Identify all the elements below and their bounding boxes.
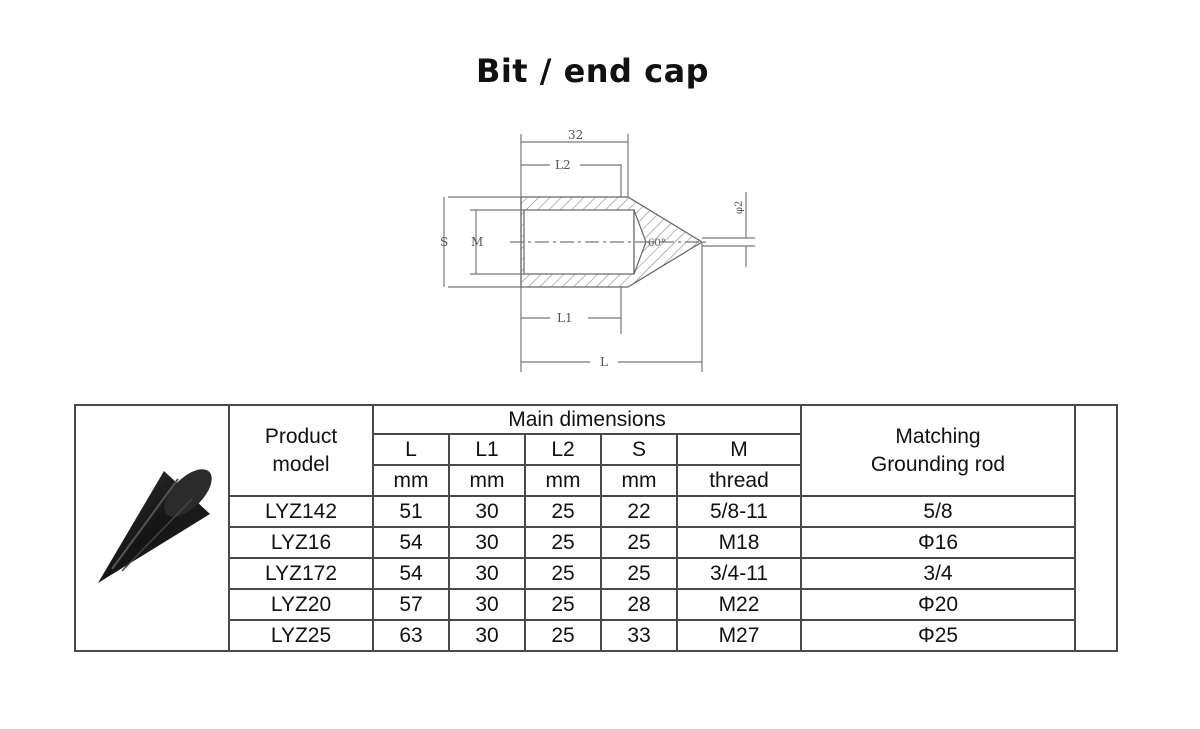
cell-l: 51 [372, 495, 450, 528]
cell-l2: 25 [524, 619, 602, 652]
dim-l-label: L [600, 355, 608, 369]
cell-m: 3/4-11 [676, 557, 802, 590]
product-model-header: Product model [228, 404, 374, 497]
cell-l: 63 [372, 619, 450, 652]
cell-rod: Φ25 [800, 619, 1076, 652]
technical-drawing: 32 L2 L1 L S M 60° φ2 [410, 122, 780, 384]
cell-s: 25 [600, 526, 678, 559]
matching-rod-header: Matching Grounding rod [800, 404, 1076, 497]
cell-l1: 30 [448, 557, 526, 590]
cell-l1: 30 [448, 588, 526, 621]
cell-model: LYZ142 [228, 495, 374, 528]
cell-s: 22 [600, 495, 678, 528]
blank-column [1074, 404, 1118, 652]
cell-s: 25 [600, 557, 678, 590]
dim-s-label: S [440, 235, 448, 249]
page-title: Bit / end cap [475, 52, 710, 90]
dim-phi2-label: φ2 [734, 201, 745, 214]
cell-rod: Φ20 [800, 588, 1076, 621]
product-model-header-line1: Product [264, 424, 338, 448]
col-unit-m: thread [676, 464, 802, 497]
col-header-l2: L2 [524, 433, 602, 466]
product-photo-cell [74, 404, 230, 652]
col-header-l: L [372, 433, 450, 466]
cell-l2: 25 [524, 495, 602, 528]
cell-rod: Φ16 [800, 526, 1076, 559]
cell-l: 54 [372, 526, 450, 559]
matching-rod-header-line1: Matching [895, 424, 981, 448]
table-row: LYZ25 63 30 25 33 M27 Φ25 [75, 619, 1117, 652]
table-row: LYZ16 54 30 25 25 M18 Φ16 [75, 526, 1117, 559]
cell-m: M27 [676, 619, 802, 652]
cell-l2: 25 [524, 588, 602, 621]
cell-m: M18 [676, 526, 802, 559]
col-unit-l2: mm [524, 464, 602, 497]
end-cap-photo [98, 469, 212, 583]
cell-l1: 30 [448, 526, 526, 559]
cell-s: 33 [600, 619, 678, 652]
spec-table: Product model Main dimensions Matching G… [74, 404, 1118, 652]
table-row: LYZ20 57 30 25 28 M22 Φ20 [75, 588, 1117, 621]
cell-rod: 5/8 [800, 495, 1076, 528]
main-dimensions-header: Main dimensions [372, 404, 802, 435]
cell-l2: 25 [524, 526, 602, 559]
cell-m: 5/8-11 [676, 495, 802, 528]
col-header-l1: L1 [448, 433, 526, 466]
dim-angle-label: 60° [648, 238, 666, 249]
cell-model: LYZ16 [228, 526, 374, 559]
cell-rod: 3/4 [800, 557, 1076, 590]
matching-rod-header-line2: Grounding rod [870, 452, 1006, 476]
cell-l1: 30 [448, 619, 526, 652]
table-row: LYZ142 51 30 25 22 5/8-11 5/8 [75, 495, 1117, 528]
cell-model: LYZ25 [228, 619, 374, 652]
dim-l1-label: L1 [557, 311, 573, 325]
col-unit-l: mm [372, 464, 450, 497]
cell-l1: 30 [448, 495, 526, 528]
dim-l2-label: L2 [555, 158, 571, 172]
cell-model: LYZ20 [228, 588, 374, 621]
dim-m-label: M [471, 235, 483, 249]
cell-l2: 25 [524, 557, 602, 590]
col-unit-l1: mm [448, 464, 526, 497]
product-model-header-line2: model [272, 452, 330, 476]
col-header-m: M [676, 433, 802, 466]
dim-32-label: 32 [568, 128, 583, 142]
cell-model: LYZ172 [228, 557, 374, 590]
col-unit-s: mm [600, 464, 678, 497]
col-header-s: S [600, 433, 678, 466]
cell-l: 57 [372, 588, 450, 621]
table-row: LYZ172 54 30 25 25 3/4-11 3/4 [75, 557, 1117, 590]
cell-s: 28 [600, 588, 678, 621]
cell-l: 54 [372, 557, 450, 590]
cell-m: M22 [676, 588, 802, 621]
